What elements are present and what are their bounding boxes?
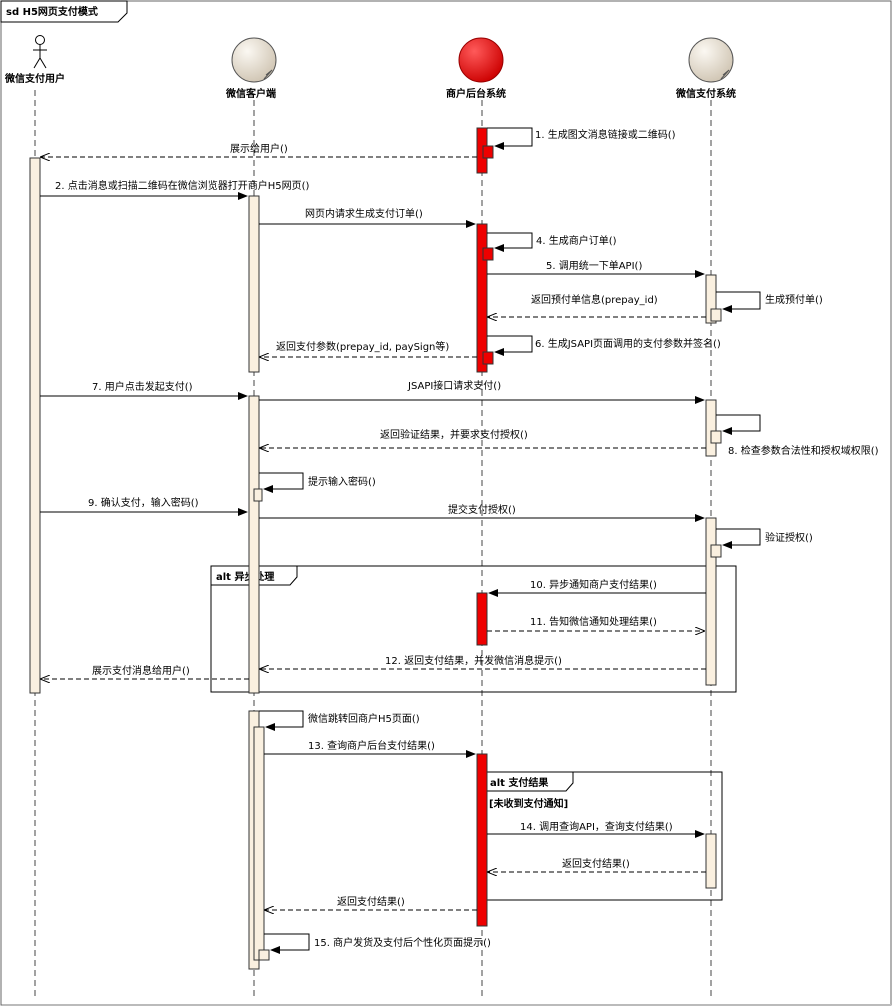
entity-wxpay-icon: [688, 37, 734, 83]
msg-4-label: 4. 生成商户订单(): [536, 234, 617, 247]
msg-4-line: [487, 232, 533, 252]
msg-r1-label: 返回预付单信息(prepay_id): [531, 293, 658, 306]
msg-1-line: [487, 127, 533, 150]
participant-merchant-label: 商户后台系统: [446, 87, 506, 100]
entity-merchant-icon: [458, 37, 504, 83]
msg-p-label: 提示输入密码(): [308, 475, 376, 488]
msg-12-label: 12. 返回支付结果，并发微信消息提示(): [385, 654, 562, 667]
participant-wxpay-label: 微信支付系统: [675, 87, 736, 100]
activation-client-1: [248, 195, 260, 373]
msg-r6-label: 返回支付结果(): [337, 895, 405, 908]
messages: [40, 127, 761, 954]
msg-2-label: 2. 点击消息或扫描二维码在微信浏览器打开商户H5网页(): [55, 179, 310, 192]
entity-client-icon: [231, 37, 277, 83]
activation-merchant-2c: [482, 351, 494, 365]
msg-9-label: 9. 确认支付，输入密码(): [88, 496, 199, 509]
msg-6-line: [487, 335, 533, 356]
activations: [29, 127, 722, 970]
activation-wxpay-3b: [710, 544, 722, 558]
frame-title: sd H5网页支付模式: [6, 5, 98, 18]
msg-7-label: 7. 用户点击发起支付(): [92, 380, 193, 393]
msg-1-label: 1. 生成图文消息链接或二维码(): [535, 128, 676, 141]
activation-merchant-2b: [482, 247, 494, 261]
msg-p-line: [259, 472, 304, 493]
activation-client-3: [253, 488, 263, 502]
activation-merchant-3: [476, 592, 488, 646]
msg-10-label: 10. 异步通知商户支付结果(): [530, 578, 657, 591]
msg-13-label: 13. 查询商户后台支付结果(): [308, 739, 435, 752]
msg-v-label: 验证授权(): [765, 531, 813, 544]
msg-r0-label: 展示给用户(): [230, 142, 288, 155]
msg-s1-line: [716, 291, 761, 313]
msg-r4-label: 展示支付消息给用户(): [92, 664, 190, 677]
msg-r3-label: 返回验证结果，并要求支付授权(): [380, 428, 528, 441]
activation-merchant-2: [476, 223, 488, 373]
msg-11-label: 11. 告知微信通知处理结果(): [530, 615, 657, 628]
msg-jump-label: 微信跳转回商户H5页面(): [308, 712, 420, 725]
svg-text:alt 支付结果: alt 支付结果: [490, 776, 549, 789]
msg-5-label: 5. 调用统一下单API(): [546, 259, 642, 272]
msg-8-line: [716, 414, 761, 435]
activation-user: [29, 157, 41, 694]
frame-title-tab: [0, 0, 128, 23]
activation-merchant-4: [476, 753, 488, 927]
msg-14-label: 14. 调用查询API，查询支付结果(): [520, 820, 673, 833]
msg-6-label: 6. 生成JSAPI页面调用的支付参数并签名(): [535, 337, 721, 350]
msg-r5-label: 返回支付结果(): [562, 857, 630, 870]
activation-merchant-1b: [482, 145, 494, 159]
activation-client-5: [253, 726, 265, 961]
fragment-guard: [未收到支付通知]: [489, 797, 568, 810]
participant-user-label: 微信支付用户: [4, 72, 65, 85]
activation-wxpay-2b: [710, 430, 722, 444]
activation-wxpay-4: [705, 833, 717, 889]
activation-wxpay-1b: [710, 308, 722, 322]
msg-j-label: JSAPI接口请求支付(): [407, 379, 501, 392]
msg-v-line: [716, 528, 761, 549]
msg-15-line: [264, 933, 310, 954]
participant-client-label: 微信客户端: [225, 87, 276, 100]
msg-3-label: 网页内请求生成支付订单(): [305, 207, 423, 220]
activation-wxpay-2: [705, 399, 717, 457]
activation-wxpay-3: [705, 517, 717, 686]
fragment-alt-result: alt 支付结果 [未收到支付通知]: [484, 771, 723, 901]
activation-wxpay-1: [705, 274, 717, 324]
svg-text:alt 异步处理: alt 异步处理: [216, 570, 274, 583]
activation-client-2: [248, 395, 260, 694]
message-labels: 1. 生成图文消息链接或二维码() 展示给用户() 2. 点击消息或扫描二维码在…: [55, 128, 879, 949]
msg-sub-label: 提交支付授权(): [448, 503, 516, 516]
fragment-alt-async: alt 异步处理: [210, 565, 737, 693]
msg-jump-line: [259, 710, 304, 731]
actor-user-icon: [33, 35, 47, 69]
msg-r2-label: 返回支付参数(prepay_id, paySign等): [276, 340, 449, 353]
msg-15-label: 15. 商户发货及支付后个性化页面提示(): [314, 936, 491, 949]
msg-8-label: 8. 检查参数合法性和授权域权限(): [728, 444, 879, 457]
activation-client-6: [258, 949, 270, 961]
msg-s1-label: 生成预付单(): [765, 293, 823, 306]
